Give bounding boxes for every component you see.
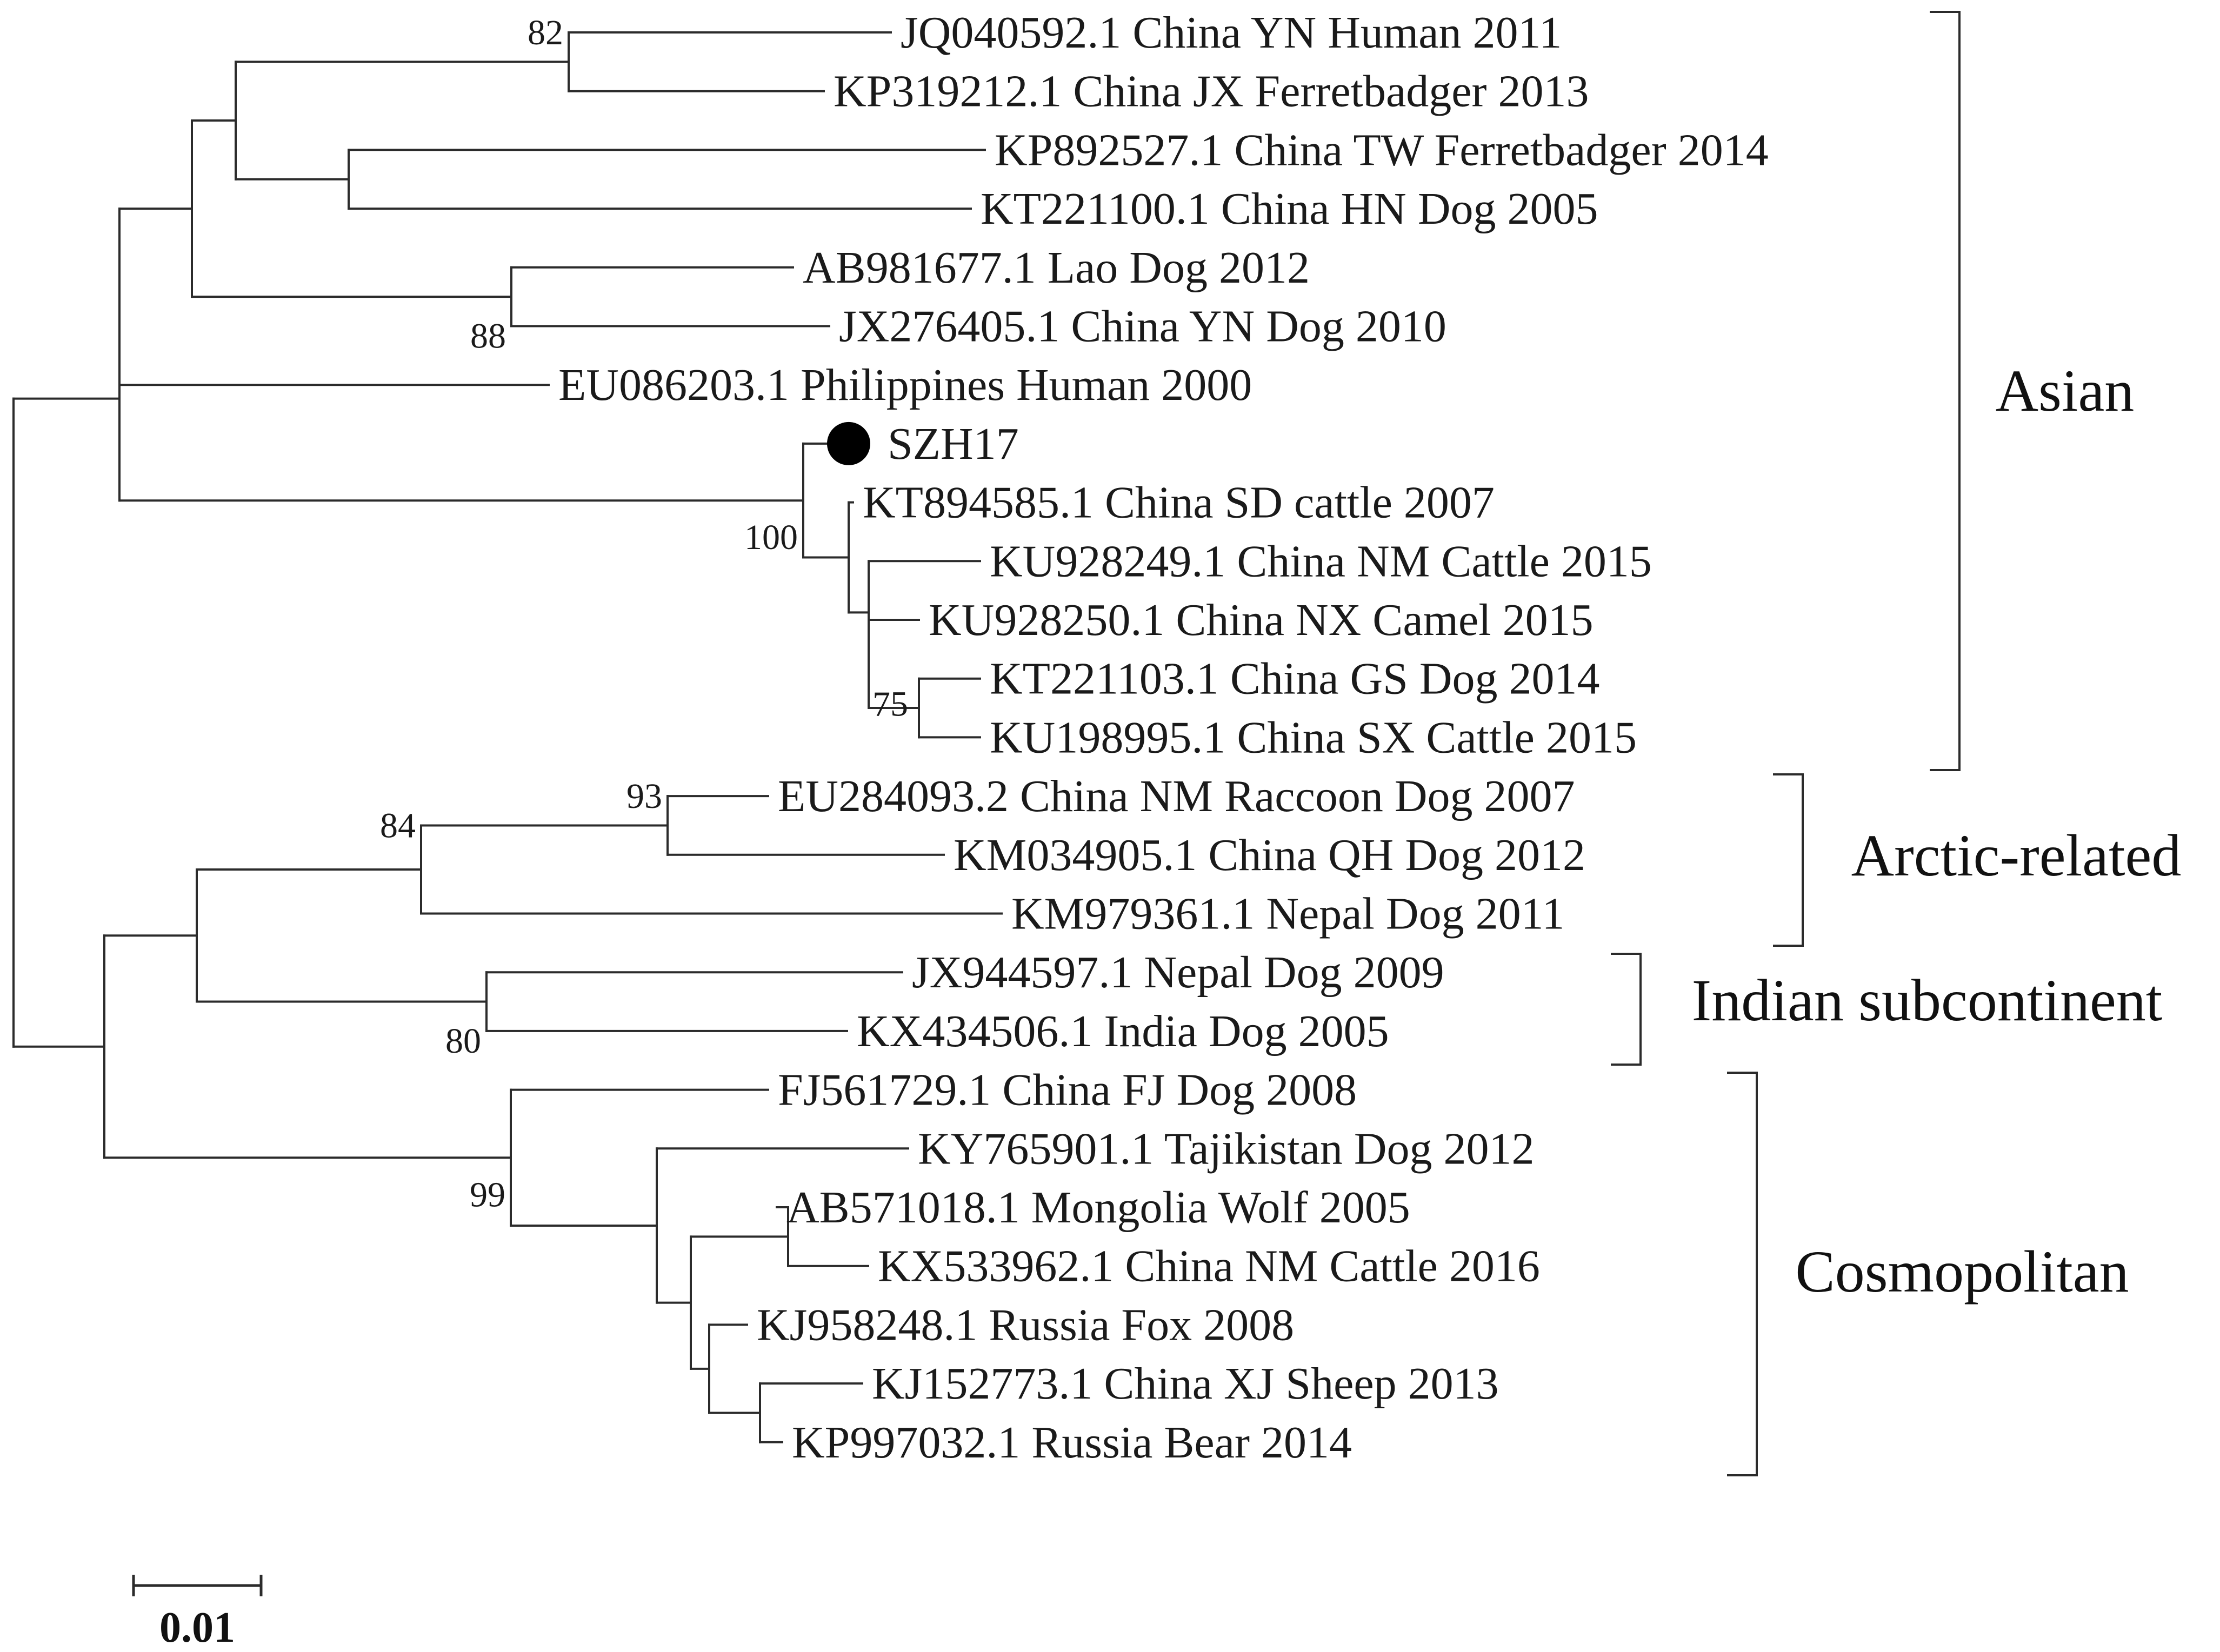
leaf-label: KM034905.1 China QH Dog 2012 [954,830,1585,880]
leaf-label: KP319212.1 China JX Ferretbadger 2013 [834,66,1589,117]
clade-bracket [1930,11,1961,771]
bootstrap-label: 99 [470,1175,505,1214]
leaf-label: KU928249.1 China NM Cattle 2015 [990,536,1652,586]
leaf-label: KJ152773.1 China XJ Sheep 2013 [872,1359,1499,1409]
leaf-label: KU928250.1 China NX Camel 2015 [929,595,1594,645]
marker-layer [827,422,870,465]
leaf-label: KX434506.1 India Dog 2005 [857,1006,1389,1056]
highlight-marker-icon [827,422,870,465]
leaf-label: KX533962.1 China NM Cattle 2016 [878,1241,1540,1292]
bootstrap-label: 80 [445,1021,481,1061]
leaf-label: EU086203.1 Philippines Human 2000 [558,360,1252,410]
leaf-label: JX944597.1 Nepal Dog 2009 [912,947,1444,998]
leaf-label: KM979361.1 Nepal Dog 2011 [1011,889,1564,939]
clade-name: Indian subcontinent [1692,967,2163,1033]
leaf-label: KT221100.1 China HN Dog 2005 [981,184,1598,234]
leaf-label: KT894585.1 China SD cattle 2007 [863,478,1495,528]
leaf-label: SZH17 [888,419,1019,469]
clade-bracket [1611,953,1642,1066]
leaf-label: JQ040592.1 China YN Human 2011 [901,8,1562,58]
leaf-label: KP892527.1 China TW Ferretbadger 2014 [995,125,1769,175]
bootstrap-label: 84 [380,806,416,845]
bootstrap-label: 75 [872,684,908,724]
leaf-labels: JQ040592.1 China YN Human 2011KP319212.1… [558,8,1769,1468]
clade-bracket [1727,1072,1758,1476]
leaf-label: AB981677.1 Lao Dog 2012 [803,243,1310,293]
leaf-label: KJ958248.1 Russia Fox 2008 [757,1300,1294,1350]
scale-bar: 0.01 [132,1575,263,1651]
leaf-label: KP997032.1 Russia Bear 2014 [792,1417,1352,1468]
leaf-label: FJ561729.1 China FJ Dog 2008 [778,1065,1357,1115]
clade-name: Arctic-related [1851,822,2182,888]
leaf-label: AB571018.1 Mongolia Wolf 2005 [786,1182,1410,1233]
bootstrap-label: 88 [470,317,506,356]
clade-name: Asian [1996,358,2135,424]
tree-branches [12,31,1003,1443]
clade-bracket [1773,773,1804,947]
leaf-label: KU198995.1 China SX Cattle 2015 [990,712,1637,763]
bootstrap-label: 100 [744,518,798,557]
leaf-label: EU284093.2 China NM Raccoon Dog 2007 [778,771,1575,821]
bootstrap-label: 93 [626,777,662,816]
scale-bar-label: 0.01 [159,1604,235,1651]
leaf-label: KT221103.1 China GS Dog 2014 [990,654,1600,704]
leaf-label: KY765901.1 Tajikistan Dog 2012 [918,1123,1535,1174]
clade-name: Cosmopolitan [1795,1239,2129,1305]
bootstrap-labels: 82 88 75 100 93 84 80 99 [380,13,908,1214]
leaf-label: JX276405.1 China YN Dog 2010 [839,302,1446,352]
bootstrap-label: 82 [528,13,563,52]
